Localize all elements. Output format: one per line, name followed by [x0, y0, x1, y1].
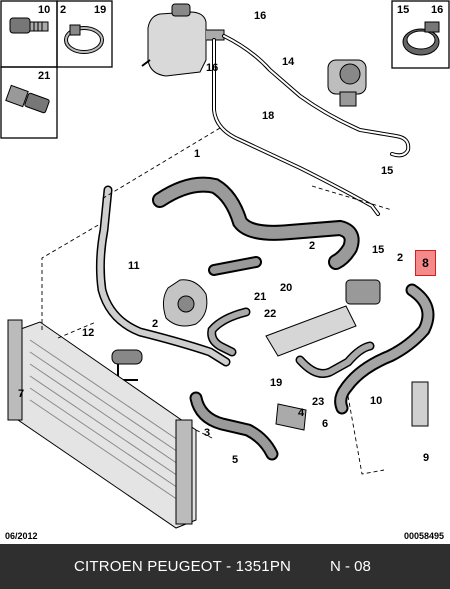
callout-20: 20 — [280, 282, 293, 294]
callout-5: 5 — [232, 454, 239, 466]
egr-cooler — [265, 279, 381, 357]
callout-21: 21 — [254, 291, 267, 303]
hose-11 — [95, 185, 231, 367]
kit-label-16: 16 — [431, 4, 444, 16]
kit-label-19: 19 — [94, 4, 107, 16]
coolant-pump — [327, 59, 367, 107]
kit-box-2-19 — [56, 0, 113, 68]
diagram-date: 06/2012 — [5, 531, 38, 541]
hose-3 — [189, 391, 279, 461]
callout-14: 14 — [282, 56, 295, 68]
hose-clamp-icon — [64, 24, 104, 54]
callout-15a: 15 — [381, 165, 394, 177]
callout-4: 4 — [298, 407, 305, 419]
radiator — [7, 319, 197, 529]
callout-16b: 16 — [206, 62, 219, 74]
callout-16a: 16 — [254, 10, 267, 22]
banner-title: CITROEN PEUGEOT - 1351PN — [74, 558, 292, 575]
callout-12: 12 — [82, 327, 95, 339]
kit-label-15: 15 — [397, 4, 410, 16]
callout-6: 6 — [322, 418, 329, 430]
kit-label-10: 10 — [38, 4, 51, 16]
callout-7: 7 — [18, 388, 25, 400]
diagram-code: 00058495 — [403, 531, 444, 541]
bracket-9 — [411, 381, 429, 427]
callout-2a: 2 — [309, 240, 316, 252]
thermostat-housing — [162, 279, 208, 327]
highlight-label: 8 — [422, 256, 429, 270]
parts-diagram: 10 2 19 21 15 16 16 16 14 18 15 1 15 2 2… — [0, 0, 450, 541]
callout-9: 9 — [423, 452, 430, 464]
hose-20 — [208, 256, 262, 276]
band-clamp-icon — [402, 21, 440, 56]
bolt-10-icon — [9, 17, 49, 34]
callout-15b: 15 — [372, 244, 385, 256]
caption-banner: CITROEN PEUGEOT - 1351PN N - 08 — [0, 544, 450, 589]
hose-22 — [207, 307, 251, 357]
callout-3: 3 — [204, 427, 211, 439]
callout-23: 23 — [312, 396, 325, 408]
callout-10: 10 — [370, 395, 383, 407]
kit-box-15-16 — [391, 0, 450, 69]
kit-label-21: 21 — [38, 70, 51, 82]
hose-23 — [295, 341, 375, 378]
diagram-drawing — [0, 0, 450, 529]
callout-19: 19 — [270, 377, 283, 389]
highlighted-part-8: 8 — [415, 250, 436, 276]
kit-box-21 — [0, 66, 58, 139]
callout-11: 11 — [128, 260, 140, 272]
bolt-21-icon — [5, 84, 50, 114]
callout-22: 22 — [264, 308, 277, 320]
callout-2b: 2 — [397, 252, 404, 264]
callout-1: 1 — [194, 148, 201, 160]
reference-lines — [41, 127, 393, 475]
hose-8 — [334, 283, 435, 415]
callout-2c: 2 — [152, 318, 159, 330]
kit-label-2: 2 — [60, 4, 67, 16]
bracket-6 — [275, 403, 307, 431]
expansion-tank — [141, 3, 225, 77]
callout-18: 18 — [262, 110, 275, 122]
banner-ref: N - 08 — [330, 558, 371, 575]
hose-1 — [152, 176, 360, 270]
